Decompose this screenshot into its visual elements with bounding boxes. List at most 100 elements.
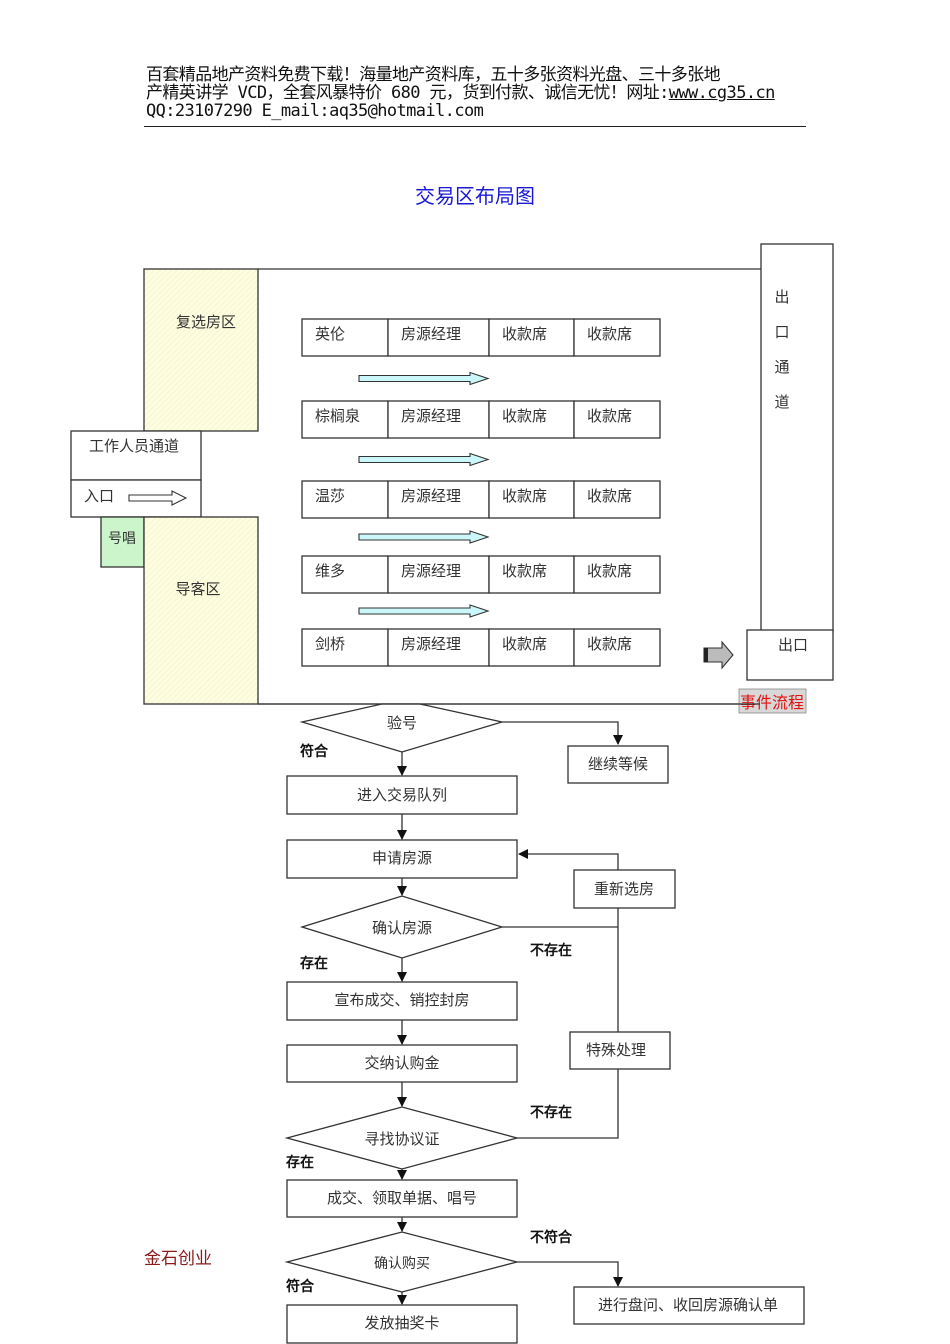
deal-label: 成交、领取单据、唱号 xyxy=(327,1189,477,1207)
step-special: 特殊处理 xyxy=(569,1031,671,1070)
review-zone: 复选房区 xyxy=(143,268,259,432)
row-seat-label: 收款席 xyxy=(502,562,547,580)
exit-passage-char-1: 出 xyxy=(774,288,789,306)
row-name-cell xyxy=(301,628,389,667)
step-apply: 申请房源 xyxy=(286,839,518,879)
row-seat-label: 收款席 xyxy=(502,487,547,505)
step-deposit: 交纳认购金 xyxy=(286,1044,518,1083)
reselect-label: 重新选房 xyxy=(594,880,654,898)
counter-row: 温莎 房源经理 收款席 收款席 xyxy=(301,480,661,519)
edge-verify-wait xyxy=(502,721,623,745)
step-wait: 继续等候 xyxy=(567,745,669,784)
row-seat-label: 收款席 xyxy=(587,635,632,653)
row-seat-cell xyxy=(387,555,490,594)
deposit-label: 交纳认购金 xyxy=(364,1054,439,1072)
entrance-label: 入口 xyxy=(84,487,114,505)
step-inquiry: 进行盘问、收回房源确认单 xyxy=(573,1286,805,1325)
row-name: 英伦 xyxy=(315,325,345,343)
page-title: 交易区布局图 xyxy=(415,184,535,208)
counter-rows: 英伦房源经理收款席收款席棕榈泉房源经理收款席收款席温莎房源经理收款席收款席维多房… xyxy=(301,318,661,667)
promo-header: 百套精品地产资料免费下载！海量地产资料库，五十多张资料光盘、三十多张地 产精英讲… xyxy=(146,66,806,120)
step-announce: 宣布成交、销控封房 xyxy=(286,981,518,1021)
flow-arrow-icon xyxy=(358,530,490,544)
verify-label: 验号 xyxy=(387,714,417,732)
lottery-label: 发放抽奖卡 xyxy=(364,1314,439,1332)
row-seat-cell xyxy=(387,318,490,357)
exit-arrow-icon xyxy=(703,640,734,670)
review-zone-label: 复选房区 xyxy=(176,313,236,331)
header-divider xyxy=(144,126,806,127)
row-seat-cell xyxy=(488,628,575,667)
flow-arrow-icon xyxy=(358,604,490,618)
edge-reselect-apply xyxy=(518,849,619,870)
counter-row: 英伦 房源经理 收款席 收款席 xyxy=(301,318,661,357)
confirm-source-label: 确认房源 xyxy=(372,919,432,937)
call-number-booth: 号唱 xyxy=(100,516,145,568)
flow-tag-label: 事件流程 xyxy=(740,693,804,712)
exit-label: 出口 xyxy=(778,636,808,654)
edge-find-special xyxy=(517,1069,619,1139)
enter-queue-label: 进入交易队列 xyxy=(357,786,447,804)
row-seat-label: 房源经理 xyxy=(401,407,461,425)
confirm-purchase-label: 确认购买 xyxy=(374,1256,430,1272)
row-seat-label: 房源经理 xyxy=(401,635,461,653)
row-seat-label: 收款席 xyxy=(587,407,632,425)
row-seat-cell xyxy=(488,480,575,519)
label-purchase-not-match: 不符合 xyxy=(530,1229,573,1246)
label-find-exists: 存在 xyxy=(286,1154,314,1171)
row-name: 温莎 xyxy=(315,487,345,505)
exit-passage: 出 口 通 道 xyxy=(760,243,834,633)
step-reselect: 重新选房 xyxy=(573,869,676,909)
header-line-2-text: 产精英讲学 VCD，全套风暴特价 680 元，货到付款、诚信无忧！网址: xyxy=(146,83,669,103)
exit[interactable]: 出口 xyxy=(746,629,834,681)
header-line-2: 产精英讲学 VCD，全套风暴特价 680 元，货到付款、诚信无忧！网址:www.… xyxy=(146,84,806,102)
row-seat-cell xyxy=(387,628,490,667)
website-link[interactable]: www.cg35.cn xyxy=(668,83,776,103)
header-line-1: 百套精品地产资料免费下载！海量地产资料库，五十多张资料光盘、三十多张地 xyxy=(146,65,721,85)
row-seat-cell xyxy=(387,400,490,439)
step-lottery: 发放抽奖卡 xyxy=(286,1304,518,1344)
entrance-arrow-icon xyxy=(128,490,188,506)
find-agreement-label: 寻找协议证 xyxy=(364,1130,439,1148)
row-name: 维多 xyxy=(315,562,345,580)
label-confirm-exists: 存在 xyxy=(300,955,328,972)
flow-arrow-icon xyxy=(358,452,490,467)
row-seat-label: 收款席 xyxy=(587,325,632,343)
row-seat-label: 房源经理 xyxy=(401,487,461,505)
row-seat-cell xyxy=(573,628,661,667)
step-confirm-purchase: 确认购买 xyxy=(284,1231,520,1293)
guide-zone: 导客区 xyxy=(143,516,259,705)
apply-label: 申请房源 xyxy=(372,849,432,867)
row-name: 棕榈泉 xyxy=(315,407,360,425)
entrance[interactable]: 入口 xyxy=(70,479,202,518)
announce-label: 宣布成交、销控封房 xyxy=(334,991,469,1009)
call-number-label: 号唱 xyxy=(108,531,136,547)
row-seat-label: 收款席 xyxy=(587,487,632,505)
inquiry-label: 进行盘问、收回房源确认单 xyxy=(598,1296,778,1314)
row-seat-cell xyxy=(573,318,661,357)
staff-passage: 工作人员通道 xyxy=(70,430,202,481)
step-confirm-source: 确认房源 xyxy=(299,895,505,959)
special-label: 特殊处理 xyxy=(586,1041,646,1059)
label-purchase-match: 符合 xyxy=(285,1278,315,1295)
row-seat-label: 收款席 xyxy=(502,407,547,425)
staff-passage-label: 工作人员通道 xyxy=(89,437,179,455)
row-seat-cell xyxy=(573,480,661,519)
label-verify-match: 符合 xyxy=(299,743,329,760)
row-seat-label: 房源经理 xyxy=(401,325,461,343)
label-confirm-not-exists: 不存在 xyxy=(530,942,572,959)
row-name-cell xyxy=(301,555,389,594)
row-seat-label: 收款席 xyxy=(502,635,547,653)
exit-passage-char-4: 道 xyxy=(774,393,789,411)
row-seat-label: 收款席 xyxy=(502,325,547,343)
guide-zone-label: 导客区 xyxy=(175,580,220,598)
row-seat-cell xyxy=(387,480,490,519)
row-seat-cell xyxy=(488,318,575,357)
exit-passage-char-3: 通 xyxy=(774,358,789,376)
exit-arrow-tail xyxy=(704,648,708,662)
row-name-cell xyxy=(301,400,389,439)
row-seat-label: 收款席 xyxy=(587,562,632,580)
step-find-agreement: 寻找协议证 xyxy=(284,1106,520,1170)
header-line-3: QQ:23107290 E_mail:aq35@hotmail.com xyxy=(146,101,484,121)
